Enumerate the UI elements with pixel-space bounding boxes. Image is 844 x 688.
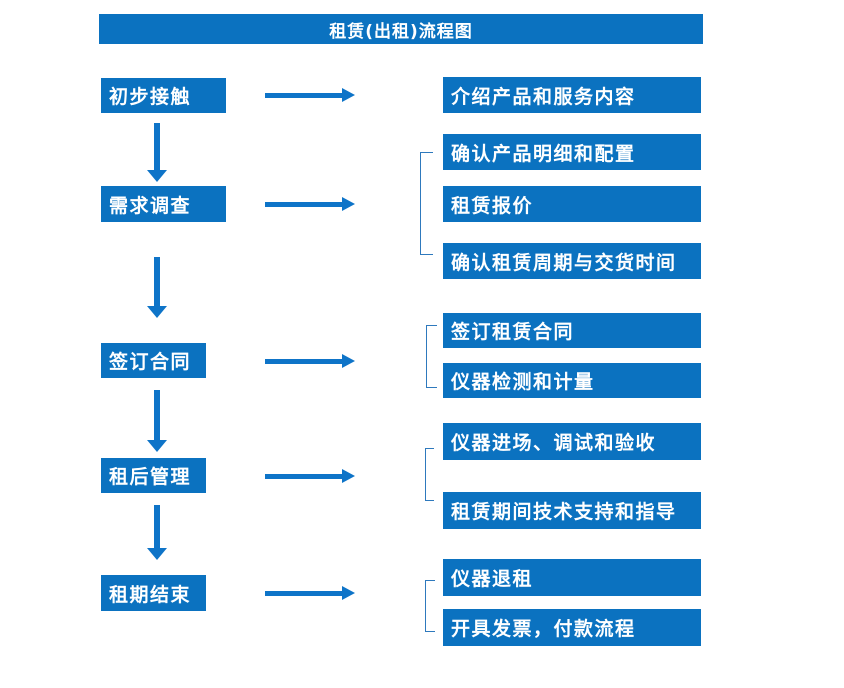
right-arrow-icon (265, 88, 355, 102)
step-post-rental-management: 租后管理 (101, 458, 206, 493)
right-arrow-icon (265, 586, 355, 600)
step-sign-contract: 签订合同 (101, 343, 206, 378)
down-arrow-icon (147, 257, 167, 318)
down-arrow-icon (147, 123, 167, 182)
step-initial-contact: 初步接触 (101, 78, 226, 113)
down-arrow-icon (147, 390, 167, 452)
flowchart-title: 租赁(出租)流程图 (99, 14, 703, 44)
group-bracket (425, 580, 435, 632)
group-bracket (420, 152, 433, 255)
down-arrow-icon (147, 505, 167, 560)
step-rental-end: 租期结束 (101, 575, 206, 611)
detail-instrument-inspection: 仪器检测和计量 (443, 363, 701, 398)
group-bracket (425, 448, 434, 501)
detail-tech-support: 租赁期间技术支持和指导 (443, 492, 701, 529)
detail-rental-quote: 租赁报价 (443, 186, 701, 222)
detail-confirm-period-delivery: 确认租赁周期与交货时间 (443, 243, 701, 279)
step-demand-survey: 需求调查 (101, 186, 226, 222)
detail-invoice-payment: 开具发票，付款流程 (443, 609, 701, 646)
detail-sign-rental-contract: 签订租赁合同 (443, 313, 701, 348)
right-arrow-icon (265, 197, 355, 211)
detail-introduce-products: 介绍产品和服务内容 (443, 77, 701, 113)
right-arrow-icon (265, 354, 355, 368)
detail-instrument-return: 仪器退租 (443, 559, 701, 596)
right-arrow-icon (265, 469, 355, 483)
group-bracket (426, 325, 437, 388)
detail-confirm-product-config: 确认产品明细和配置 (443, 134, 701, 170)
detail-instrument-setup-acceptance: 仪器进场、调试和验收 (443, 423, 701, 460)
